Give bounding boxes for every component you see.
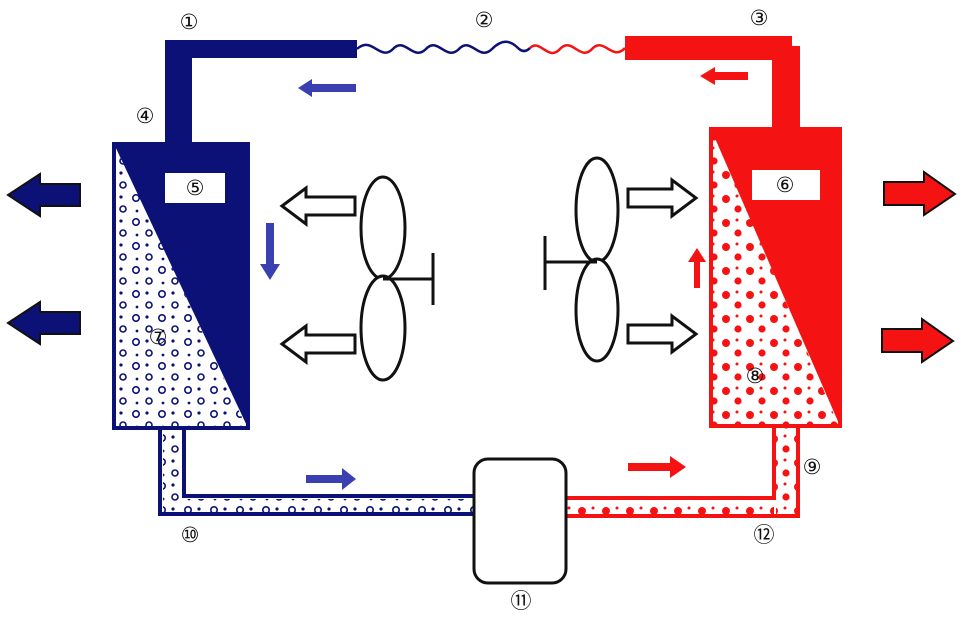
label-12: ⑫ bbox=[753, 523, 775, 547]
compressor bbox=[472, 457, 568, 585]
cold-pipe-bubbles bbox=[163, 430, 182, 512]
label-11: ⑪ bbox=[510, 589, 532, 613]
heat-out-arrow-left-bottom bbox=[6, 300, 81, 346]
label-1: ① bbox=[179, 10, 199, 34]
heat-out-arrow-right-top bbox=[883, 170, 957, 217]
air-arrow-right-bottom bbox=[626, 313, 699, 355]
label-8: ⑧ bbox=[745, 364, 765, 388]
label-4: ④ bbox=[135, 104, 155, 128]
air-arrow-left-top bbox=[279, 185, 357, 227]
hot-liquid-pipe bbox=[566, 426, 800, 518]
condenser-group bbox=[566, 36, 842, 518]
condenser-vapor-triangle bbox=[711, 129, 840, 426]
cold-pipe-bubbles-horizontal bbox=[184, 499, 474, 512]
heat-out-arrow-left-top bbox=[6, 172, 81, 218]
label-box-6 bbox=[752, 170, 820, 200]
flow-arrow-top-right bbox=[700, 67, 748, 85]
hot-pipe-bubbles-horizontal bbox=[566, 501, 774, 514]
heat-out-arrow-right-bottom bbox=[881, 317, 955, 364]
label-3: ③ bbox=[749, 6, 769, 30]
flow-arrow-bottom-right bbox=[628, 456, 686, 478]
air-arrow-right-top bbox=[626, 177, 699, 219]
label-7: ⑦ bbox=[148, 325, 168, 349]
hot-discharge-pipe bbox=[625, 36, 800, 130]
evaporator-group bbox=[112, 40, 474, 516]
flow-arrow-bottom-left bbox=[306, 468, 356, 490]
label-10: ⑩ bbox=[180, 523, 200, 547]
air-arrow-left-bottom bbox=[279, 323, 357, 365]
fan-left-icon bbox=[359, 175, 435, 382]
label-5: ⑤ bbox=[185, 176, 205, 200]
label-6: ⑥ bbox=[775, 173, 795, 197]
capillary-tube-hot bbox=[529, 44, 626, 55]
label-9: ⑨ bbox=[802, 455, 822, 479]
evaporator-vapor-triangle bbox=[114, 144, 248, 428]
capillary-tube-cold bbox=[356, 40, 531, 54]
hot-pipe-bubbles bbox=[776, 428, 796, 514]
label-box-5 bbox=[165, 173, 225, 203]
cold-liquid-pipe bbox=[158, 428, 474, 516]
flow-arrow-up-right bbox=[688, 248, 706, 288]
flow-arrow-top-left bbox=[298, 79, 356, 97]
fan-right-icon bbox=[543, 156, 620, 363]
label-2: ② bbox=[474, 8, 494, 32]
cold-suction-pipe bbox=[165, 40, 357, 148]
flow-arrow-down-left bbox=[260, 223, 280, 280]
